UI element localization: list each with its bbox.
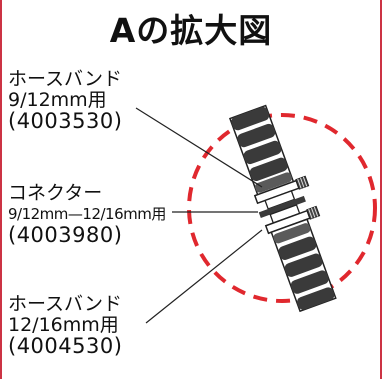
callout-connector: コネクター 9/12mm—12/16mm用 (4003980)	[8, 183, 166, 246]
right-border	[380, 0, 382, 379]
leader-line-lower-band	[145, 229, 263, 324]
callout-lower-band-name: ホースバンド	[8, 293, 123, 315]
lower-hose	[270, 218, 337, 313]
lower-hose-band	[264, 205, 321, 235]
callout-upper-band-code: (4003530)	[8, 109, 123, 133]
hose-assembly	[228, 104, 337, 313]
callout-lower-band-code: (4004530)	[8, 334, 123, 358]
upper-hose-band	[253, 175, 310, 205]
callout-lower-band-size: 12/16mm用	[8, 314, 119, 336]
leader-line-upper-band	[135, 107, 263, 188]
callout-upper-band-size: 9/12mm用	[8, 89, 107, 111]
upper-hose	[228, 104, 295, 197]
connector	[258, 190, 306, 224]
diagram-title: Aの拡大図	[109, 11, 273, 50]
callout-upper-band: ホースバンド 9/12mm用 (4003530)	[8, 69, 122, 132]
callout-connector-name: コネクター	[8, 182, 103, 204]
callout-connector-size: 9/12mm—12/16mm用	[8, 205, 166, 223]
magnify-circle	[187, 113, 377, 303]
callout-lower-band: ホースバンド 12/16mm用 (4004530)	[8, 294, 122, 357]
left-border	[0, 0, 2, 379]
callout-connector-code: (4003980)	[8, 223, 123, 247]
callout-upper-band-name: ホースバンド	[8, 68, 123, 90]
